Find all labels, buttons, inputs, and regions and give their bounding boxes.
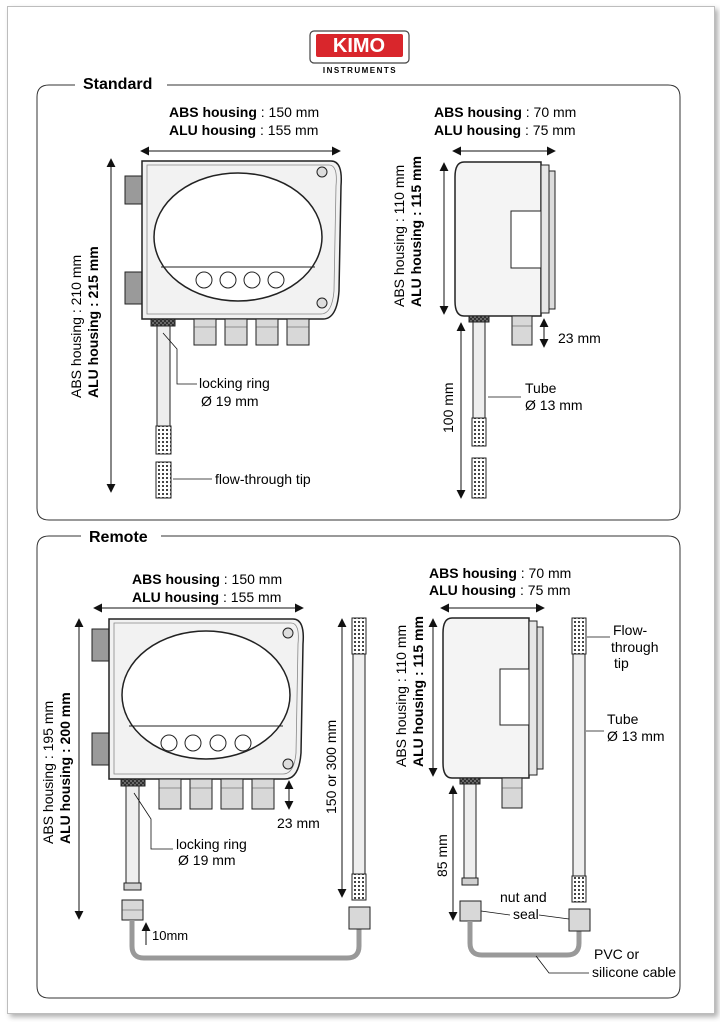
std-side-housing [454,161,556,346]
rem-side-height-abs: ABS housing : 110 mm [393,625,409,767]
rem-side-remote-probe [568,617,591,932]
std-front-width-abs: ABS housing : 150 mm [169,104,319,120]
std-flow-through-tip [155,461,172,499]
rem-side-width-abs: ABS housing : 70 mm [429,565,571,581]
rem-front-height-alu: ALU housing : 200 mm [57,692,73,844]
rem-nut-label: nut and [500,889,547,905]
rem-side-stub-length: 85 mm [434,834,450,877]
rem-front-width-alu: ALU housing : 155 mm [132,589,281,605]
std-front-height-alu: ALU housing : 215 mm [85,246,101,398]
std-tube-dia: Ø 13 mm [525,397,583,413]
std-gland-dim: 23 mm [558,330,601,346]
std-front-height-abs: ABS housing : 210 mm [68,255,84,398]
std-locking-ring-dia: Ø 19 mm [201,393,259,409]
rem-cable-label-1: PVC or [594,946,639,962]
std-tip-label: flow-through tip [215,471,311,487]
std-front-probe [155,325,172,499]
rem-front-stub [121,785,144,921]
rem-locking-ring-dia: Ø 19 mm [178,852,236,868]
dimension-drawing: KIMO INSTRUMENTS Standard ABS housing : … [36,30,681,999]
rem-cable-label-2: silicone cable [592,964,676,980]
std-side-width-abs: ABS housing : 70 mm [434,104,576,120]
rem-side-housing [442,617,544,809]
rem-locking-ring-label: locking ring [176,836,247,852]
std-side-height-abs: ABS housing : 110 mm [391,165,407,307]
std-tube-label: Tube [525,380,557,396]
standard-section: Standard ABS housing : 150 mm ALU housin… [36,76,681,521]
rem-side-height-alu: ALU housing : 115 mm [410,616,426,767]
rem-tip-label-3: tip [614,655,629,671]
rem-gland-dim: 23 mm [277,815,320,831]
std-side-height-alu: ALU housing : 115 mm [408,156,424,307]
rem-side-stub [459,783,482,922]
rem-tip-label-2: through [611,639,658,655]
std-probe-length: 100 mm [440,382,456,433]
standard-title: Standard [83,76,152,93]
rem-front-housing [91,618,305,810]
std-front-housing [124,160,343,346]
rem-seal-label: seal [513,906,539,922]
rem-probe-length: 150 or 300 mm [323,720,339,814]
logo-badge [316,34,403,57]
datasheet-page: KIMO INSTRUMENTS Standard ABS housing : … [7,6,715,1014]
logo-text: KIMO [333,35,385,57]
rem-front-height-abs: ABS housing : 195 mm [40,701,56,844]
rem-tube-label: Tube [607,711,639,727]
remote-section: Remote ABS housing : 150 mm ALU housing … [36,529,681,999]
rem-side-cable [467,921,582,958]
rem-front-remote-probe [348,617,371,930]
rem-front-cable [129,920,362,961]
std-locking-ring-label: locking ring [199,375,270,391]
rem-tube-dia: Ø 13 mm [607,728,665,744]
std-front-width-alu: ALU housing : 155 mm [169,122,318,138]
kimo-logo: KIMO INSTRUMENTS [309,30,410,75]
rem-tip-label-1: Flow- [613,622,648,638]
rem-front-width-abs: ABS housing : 150 mm [132,571,282,587]
logo-tagline: INSTRUMENTS [323,66,397,75]
std-side-probe [471,321,487,499]
std-side-width-alu: ALU housing : 75 mm [434,122,576,138]
rem-side-width-alu: ALU housing : 75 mm [429,582,571,598]
remote-title: Remote [89,529,148,546]
rem-ring-gap: 10mm [152,928,188,943]
